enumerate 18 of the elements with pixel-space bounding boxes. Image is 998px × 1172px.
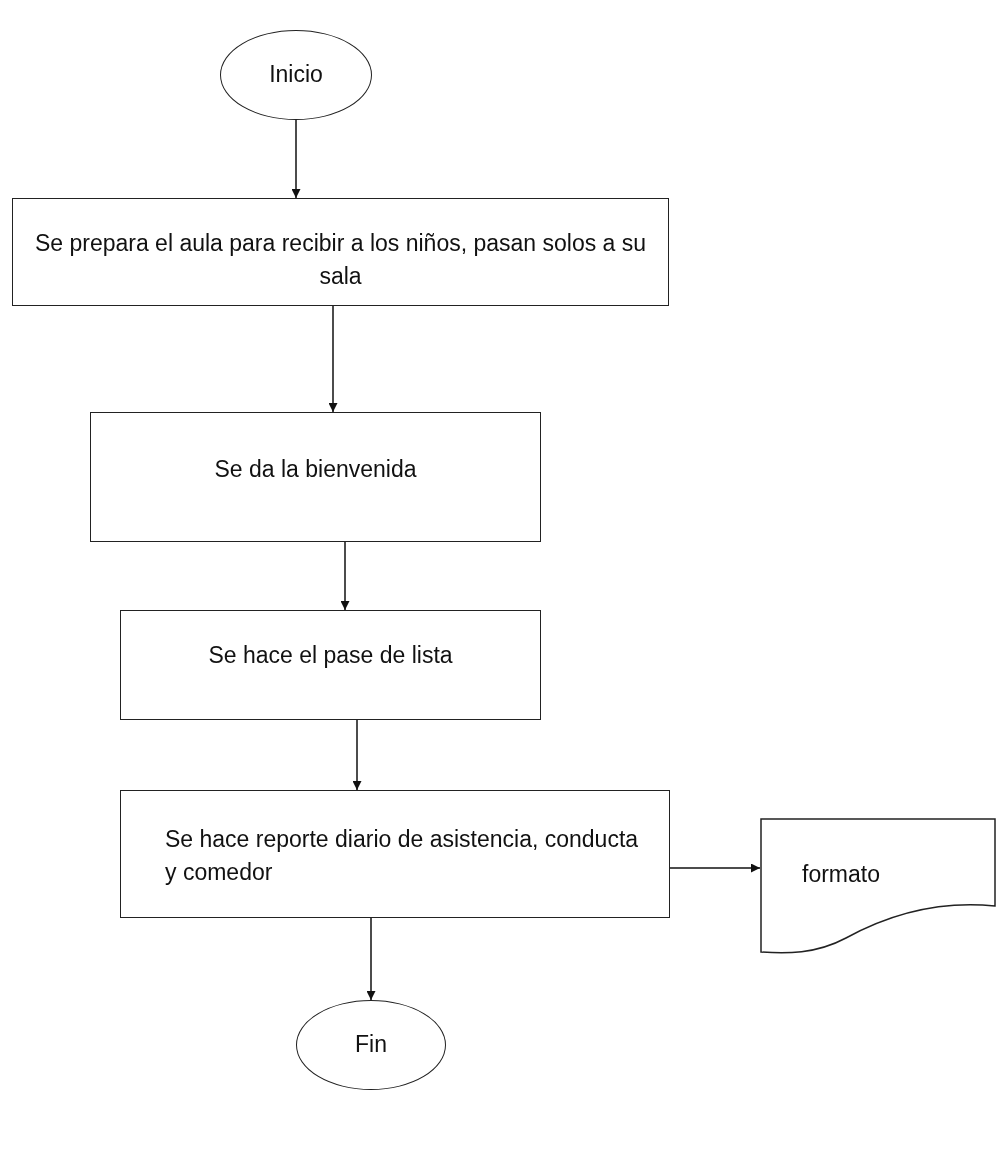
arrow bbox=[340, 541, 350, 611]
process-box bbox=[120, 790, 670, 918]
node-label: Se hace el pase de lista bbox=[208, 641, 453, 670]
arrow bbox=[352, 719, 362, 791]
node-label: Se hace reporte diario de asistencia, conducta y comedor bbox=[165, 825, 640, 888]
node-label: Fin bbox=[355, 1030, 387, 1060]
arrow bbox=[291, 119, 301, 199]
node-label: Inicio bbox=[269, 60, 323, 90]
arrow bbox=[328, 305, 338, 413]
node-label: Se da la bienvenida bbox=[214, 455, 417, 484]
document-shape bbox=[760, 818, 996, 956]
process-box bbox=[90, 412, 541, 542]
node-label: Se prepara el aula para recibir a los niños, pasan solos a su sala bbox=[33, 229, 648, 292]
process-box bbox=[120, 610, 541, 720]
process-box bbox=[12, 198, 669, 306]
node-label: formato bbox=[802, 860, 880, 889]
arrow bbox=[366, 917, 376, 1001]
arrow bbox=[669, 863, 761, 873]
